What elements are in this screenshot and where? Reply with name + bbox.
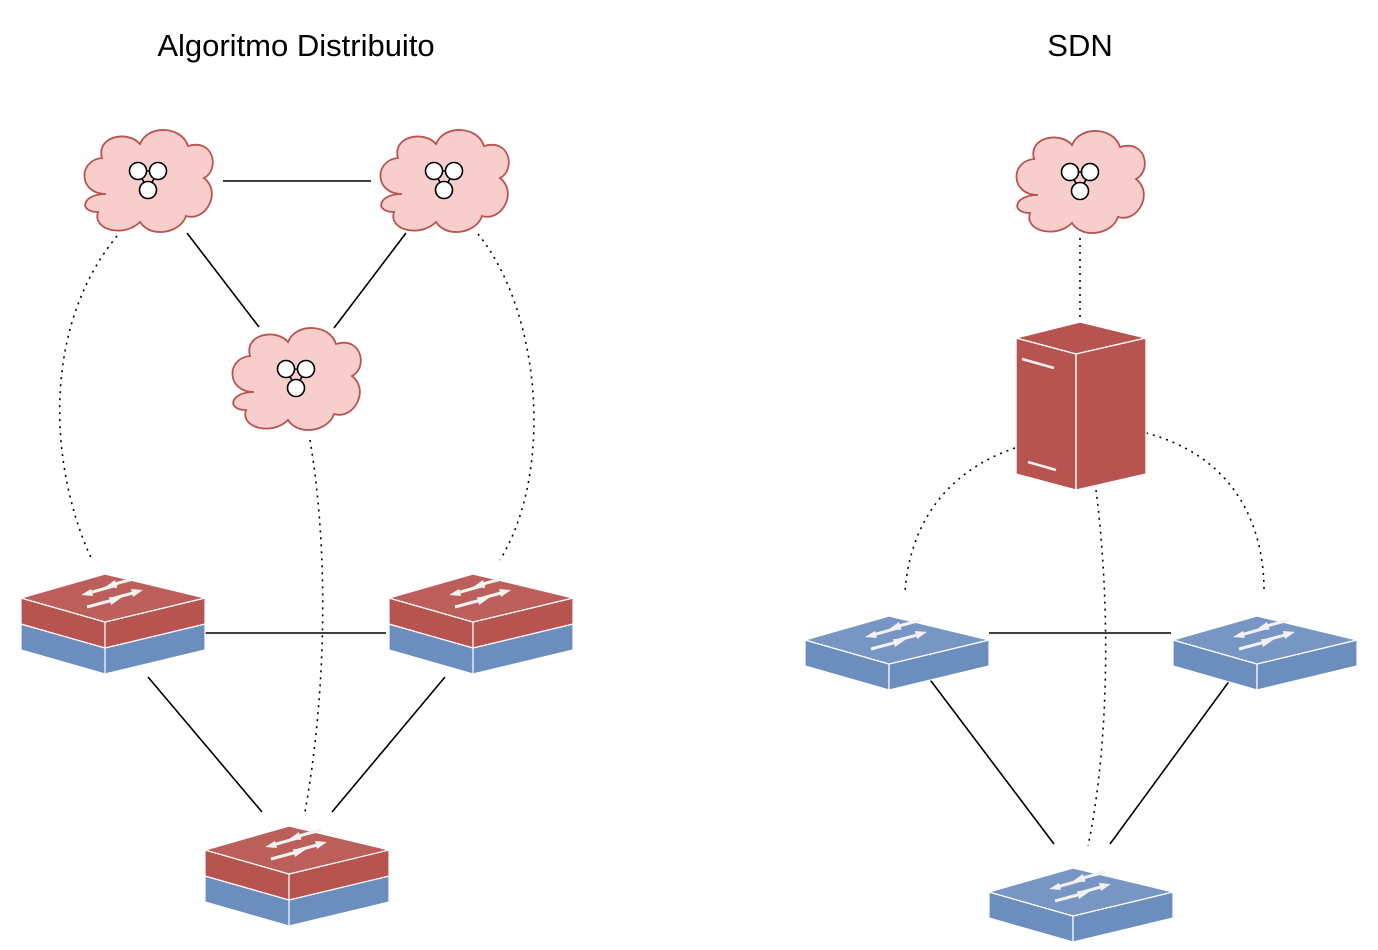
cloud-middle bbox=[231, 327, 362, 431]
title-sdn: SDN bbox=[1047, 28, 1113, 63]
title-distributed: Algoritmo Distribuito bbox=[157, 28, 435, 63]
switch-right bbox=[389, 574, 573, 674]
cloud-sdn bbox=[1015, 130, 1146, 234]
switch-left bbox=[21, 574, 205, 674]
switch-bottom bbox=[205, 826, 389, 926]
links-sdn bbox=[904, 238, 1265, 847]
cloud-top-right bbox=[379, 129, 510, 233]
sdn-switch-right bbox=[1173, 616, 1357, 690]
cloud-top-left bbox=[83, 129, 214, 233]
sdn-switch-bottom bbox=[989, 868, 1173, 942]
sdn-switch-left bbox=[805, 616, 989, 690]
sdn-controller bbox=[1013, 321, 1147, 491]
links-distributed bbox=[58, 180, 535, 813]
